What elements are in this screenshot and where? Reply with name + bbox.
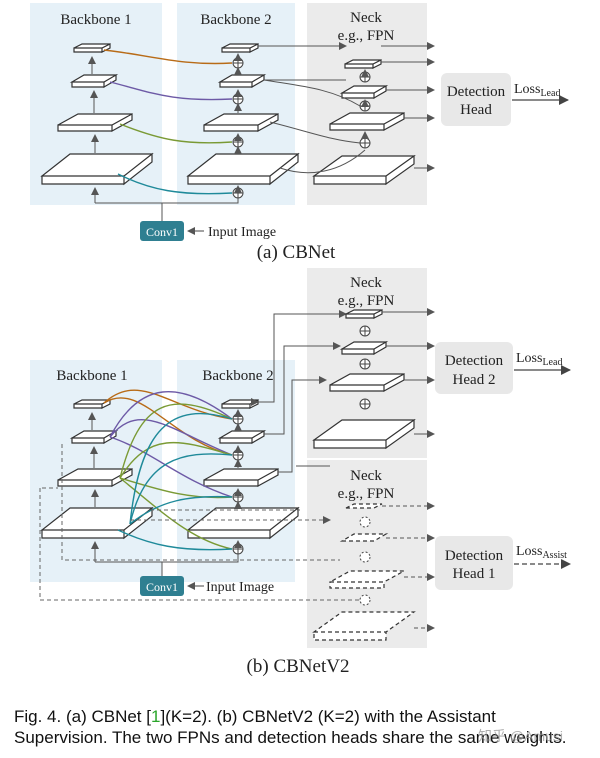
backbone2-label-a: Backbone 2 xyxy=(200,12,271,28)
detection-head-a-line2: Head xyxy=(460,102,492,118)
detection-head-2-line1: Detection xyxy=(445,353,504,369)
watermark: 知乎 @Amusi xyxy=(478,728,563,744)
detection-head-2-line2: Head 2 xyxy=(453,372,496,388)
detection-head-a xyxy=(441,73,511,126)
b1-stage3-slab-b xyxy=(69,429,119,445)
backbone1-label-a: Backbone 1 xyxy=(60,12,131,28)
detection-head-1 xyxy=(435,536,513,590)
input-image-label-b: Input Image xyxy=(206,580,274,595)
caption-suffix: ](K=2). (b) CBNetV2 (K=2) with the Assis… xyxy=(14,707,567,747)
curve-teal-a xyxy=(117,173,233,195)
neck-p4-slab-a xyxy=(339,84,389,100)
b2-stage3-slab-b xyxy=(217,429,267,445)
neck-top-label-line2: e.g., FPN xyxy=(338,293,395,309)
detection-head-1-line2: Head 1 xyxy=(453,566,496,582)
neck-top-p5-slab xyxy=(345,309,383,319)
curve-orange-a xyxy=(103,49,233,65)
neck-bottom-p2-slab xyxy=(312,611,416,641)
subtitle-b: (b) CBNetV2 xyxy=(247,656,350,677)
neck-top-p2-slab xyxy=(312,418,416,450)
figure-caption: Fig. 4. (a) CBNet [1](K=2). (b) CBNetV2 … xyxy=(14,706,592,748)
b2-stage1-slab-b xyxy=(186,506,300,540)
b2-stage4-slab-b xyxy=(221,399,259,409)
b1-stage4-slab-b xyxy=(73,399,111,409)
b1-stage2-slab-b xyxy=(57,467,133,488)
b1-stage3-slab-a xyxy=(69,73,119,89)
b2-stage4-slab-a xyxy=(221,43,259,53)
panel-b: Backbone 1 Backbone 2 Neck e.g., FPN Nec… xyxy=(30,268,571,677)
conv1-label-b: Conv1 xyxy=(146,580,178,594)
caption-prefix: Fig. 4. (a) CBNet [ xyxy=(14,707,151,726)
b2-stage2-slab-b xyxy=(203,467,279,488)
b1-stage1-slab-b xyxy=(40,506,154,540)
conv1-block-a xyxy=(140,221,184,241)
b1-stage2-slab-a xyxy=(57,112,133,133)
neck-p2-slab-a xyxy=(312,154,416,186)
caption-reference-link[interactable]: 1 xyxy=(150,707,161,726)
neck-bottom-p5-slab xyxy=(345,503,383,509)
neck-top-label-line1: Neck xyxy=(350,275,382,291)
input-image-label-a: Input Image xyxy=(208,225,276,240)
b2-stage1-slab-a xyxy=(186,152,300,186)
neck-bottom-p3-slab xyxy=(329,570,405,589)
backbone2-label-b: Backbone 2 xyxy=(202,368,273,384)
neck-bottom-p4-slab xyxy=(339,533,389,542)
b1-stage4-slab-a xyxy=(73,43,111,53)
neck-bottom-label-line2: e.g., FPN xyxy=(338,486,395,502)
loss-lead-b: LossLead xyxy=(516,351,562,368)
curve-green-a xyxy=(119,123,233,144)
detection-head-2 xyxy=(435,342,513,394)
panel-a: Backbone 1 Backbone 2 Neck e.g., FPN xyxy=(30,3,569,263)
loss-assist-b: LossAssist xyxy=(516,544,567,561)
curve-purple-a xyxy=(109,81,233,101)
neck-label-a-line1: Neck xyxy=(350,10,382,26)
b2-stage2-slab-a xyxy=(203,112,279,133)
detection-head-1-line1: Detection xyxy=(445,548,504,564)
loss-lead-a: LossLead xyxy=(514,82,560,99)
backbone1-label-b: Backbone 1 xyxy=(56,368,127,384)
neck-label-a-line2: e.g., FPN xyxy=(338,28,395,44)
conv1-label-a: Conv1 xyxy=(146,225,178,239)
neck-p3-slab-a xyxy=(329,111,405,132)
detection-head-a-line1: Detection xyxy=(447,84,506,100)
neck-top-p4-slab xyxy=(339,340,389,356)
subtitle-a: (a) CBNet xyxy=(257,242,336,263)
neck-bottom-label-line1: Neck xyxy=(350,468,382,484)
conv1-block-b xyxy=(140,576,184,596)
neck-p5-slab-a xyxy=(344,59,382,69)
